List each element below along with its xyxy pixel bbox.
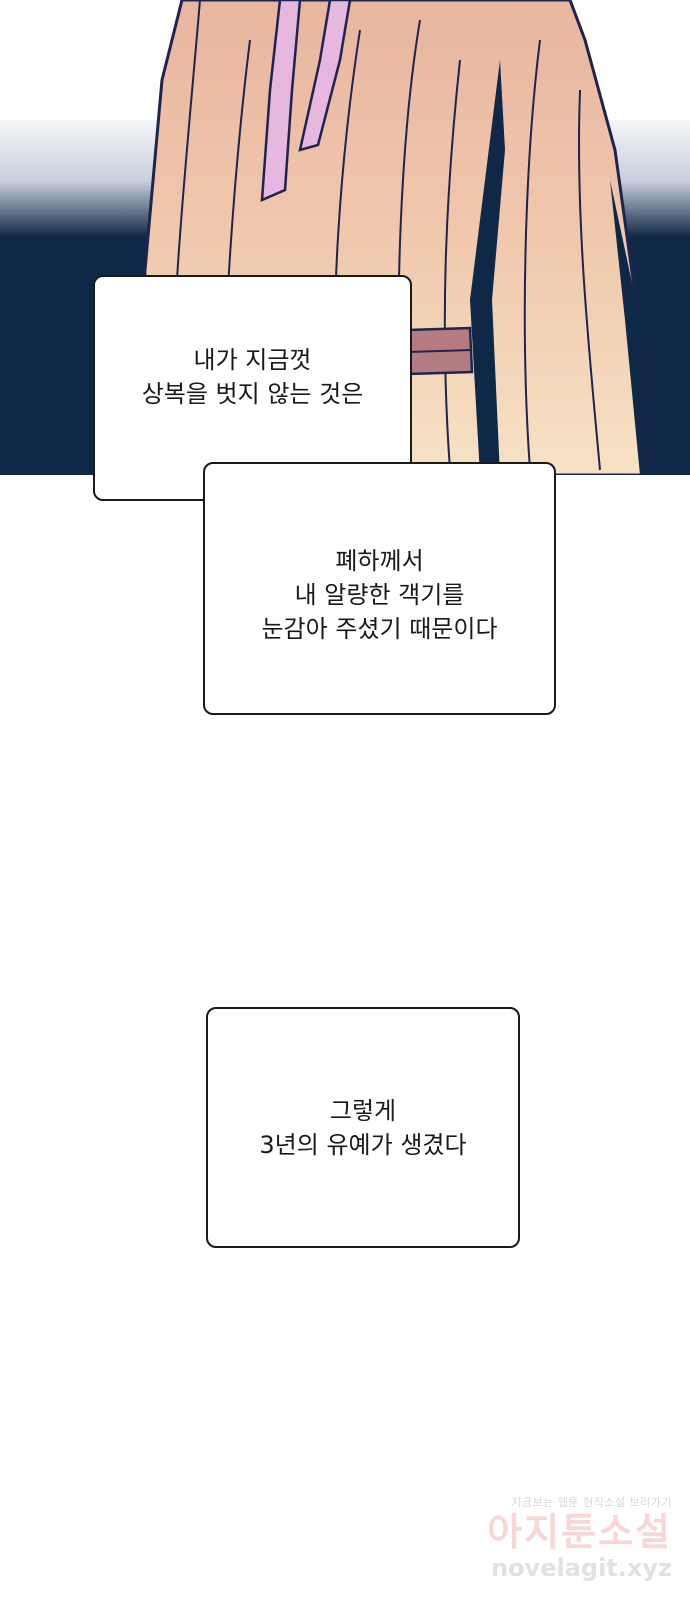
bubble-2-line-3: 눈감아 주셨기 때문이다	[261, 614, 498, 643]
site-watermark: 지금보는 웹툰 현직소설 보러가기 아지툰소설 novelagit.xyz	[452, 1496, 672, 1582]
speech-bubble-3: 그렇게 3년의 유예가 생겼다	[206, 1007, 520, 1248]
speech-bubble-2: 폐하께서 내 알량한 객기를 눈감아 주셨기 때문이다	[203, 462, 556, 715]
bubble-2-line-1: 폐하께서	[335, 546, 424, 575]
bubble-3-line-1: 그렇게	[329, 1096, 397, 1125]
robed-figure-illustration	[0, 0, 690, 475]
watermark-tagline: 지금보는 웹툰 현직소설 보러가기	[511, 1496, 672, 1509]
watermark-url: novelagit.xyz	[490, 1554, 672, 1582]
collar	[260, 0, 302, 202]
watermark-logo: 아지툰소설	[487, 1510, 672, 1554]
comic-panel-illustration	[0, 0, 690, 475]
bubble-2-line-2: 내 알량한 객기를	[294, 580, 465, 609]
bubble-3-line-2: 3년의 유예가 생겼다	[259, 1130, 467, 1159]
bubble-1-line-2: 상복을 벗지 않는 것은	[141, 380, 364, 408]
bubble-1-line-1: 내가 지금껏	[193, 346, 312, 374]
